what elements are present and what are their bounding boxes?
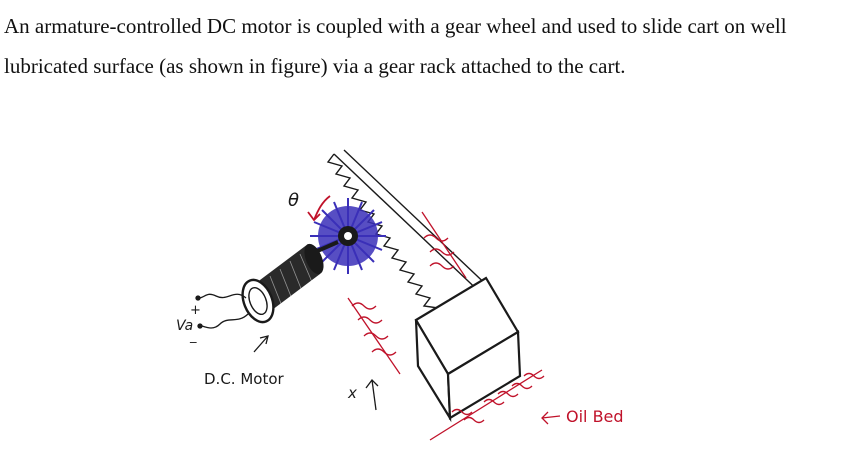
displacement-label: x	[347, 384, 357, 402]
voltage-label: Va	[176, 318, 193, 334]
displacement-arrow	[365, 379, 379, 411]
cart	[414, 276, 522, 423]
rotation-arrow	[307, 195, 331, 222]
motor-pointer-arrow	[253, 335, 269, 353]
minus-sign: _	[189, 329, 197, 344]
motor-cart-figure: Va + _ θ D.C. Motor x	[168, 148, 648, 460]
plus-sign: +	[190, 303, 201, 318]
oil-bed	[429, 369, 545, 441]
gear-wheel	[310, 198, 386, 274]
oil-film-rack	[347, 211, 467, 375]
figure-drawing: Va + _ θ D.C. Motor x	[176, 149, 624, 441]
motor-label: D.C. Motor	[204, 370, 285, 388]
dc-motor	[241, 243, 324, 324]
theta-label: θ	[288, 190, 299, 211]
problem-paragraph: An armature-controlled DC motor is coupl…	[4, 14, 787, 78]
voltage-wires	[195, 293, 249, 329]
oil-bed-pointer-arrow	[541, 411, 561, 425]
oil-bed-label: Oil Bed	[566, 407, 624, 426]
